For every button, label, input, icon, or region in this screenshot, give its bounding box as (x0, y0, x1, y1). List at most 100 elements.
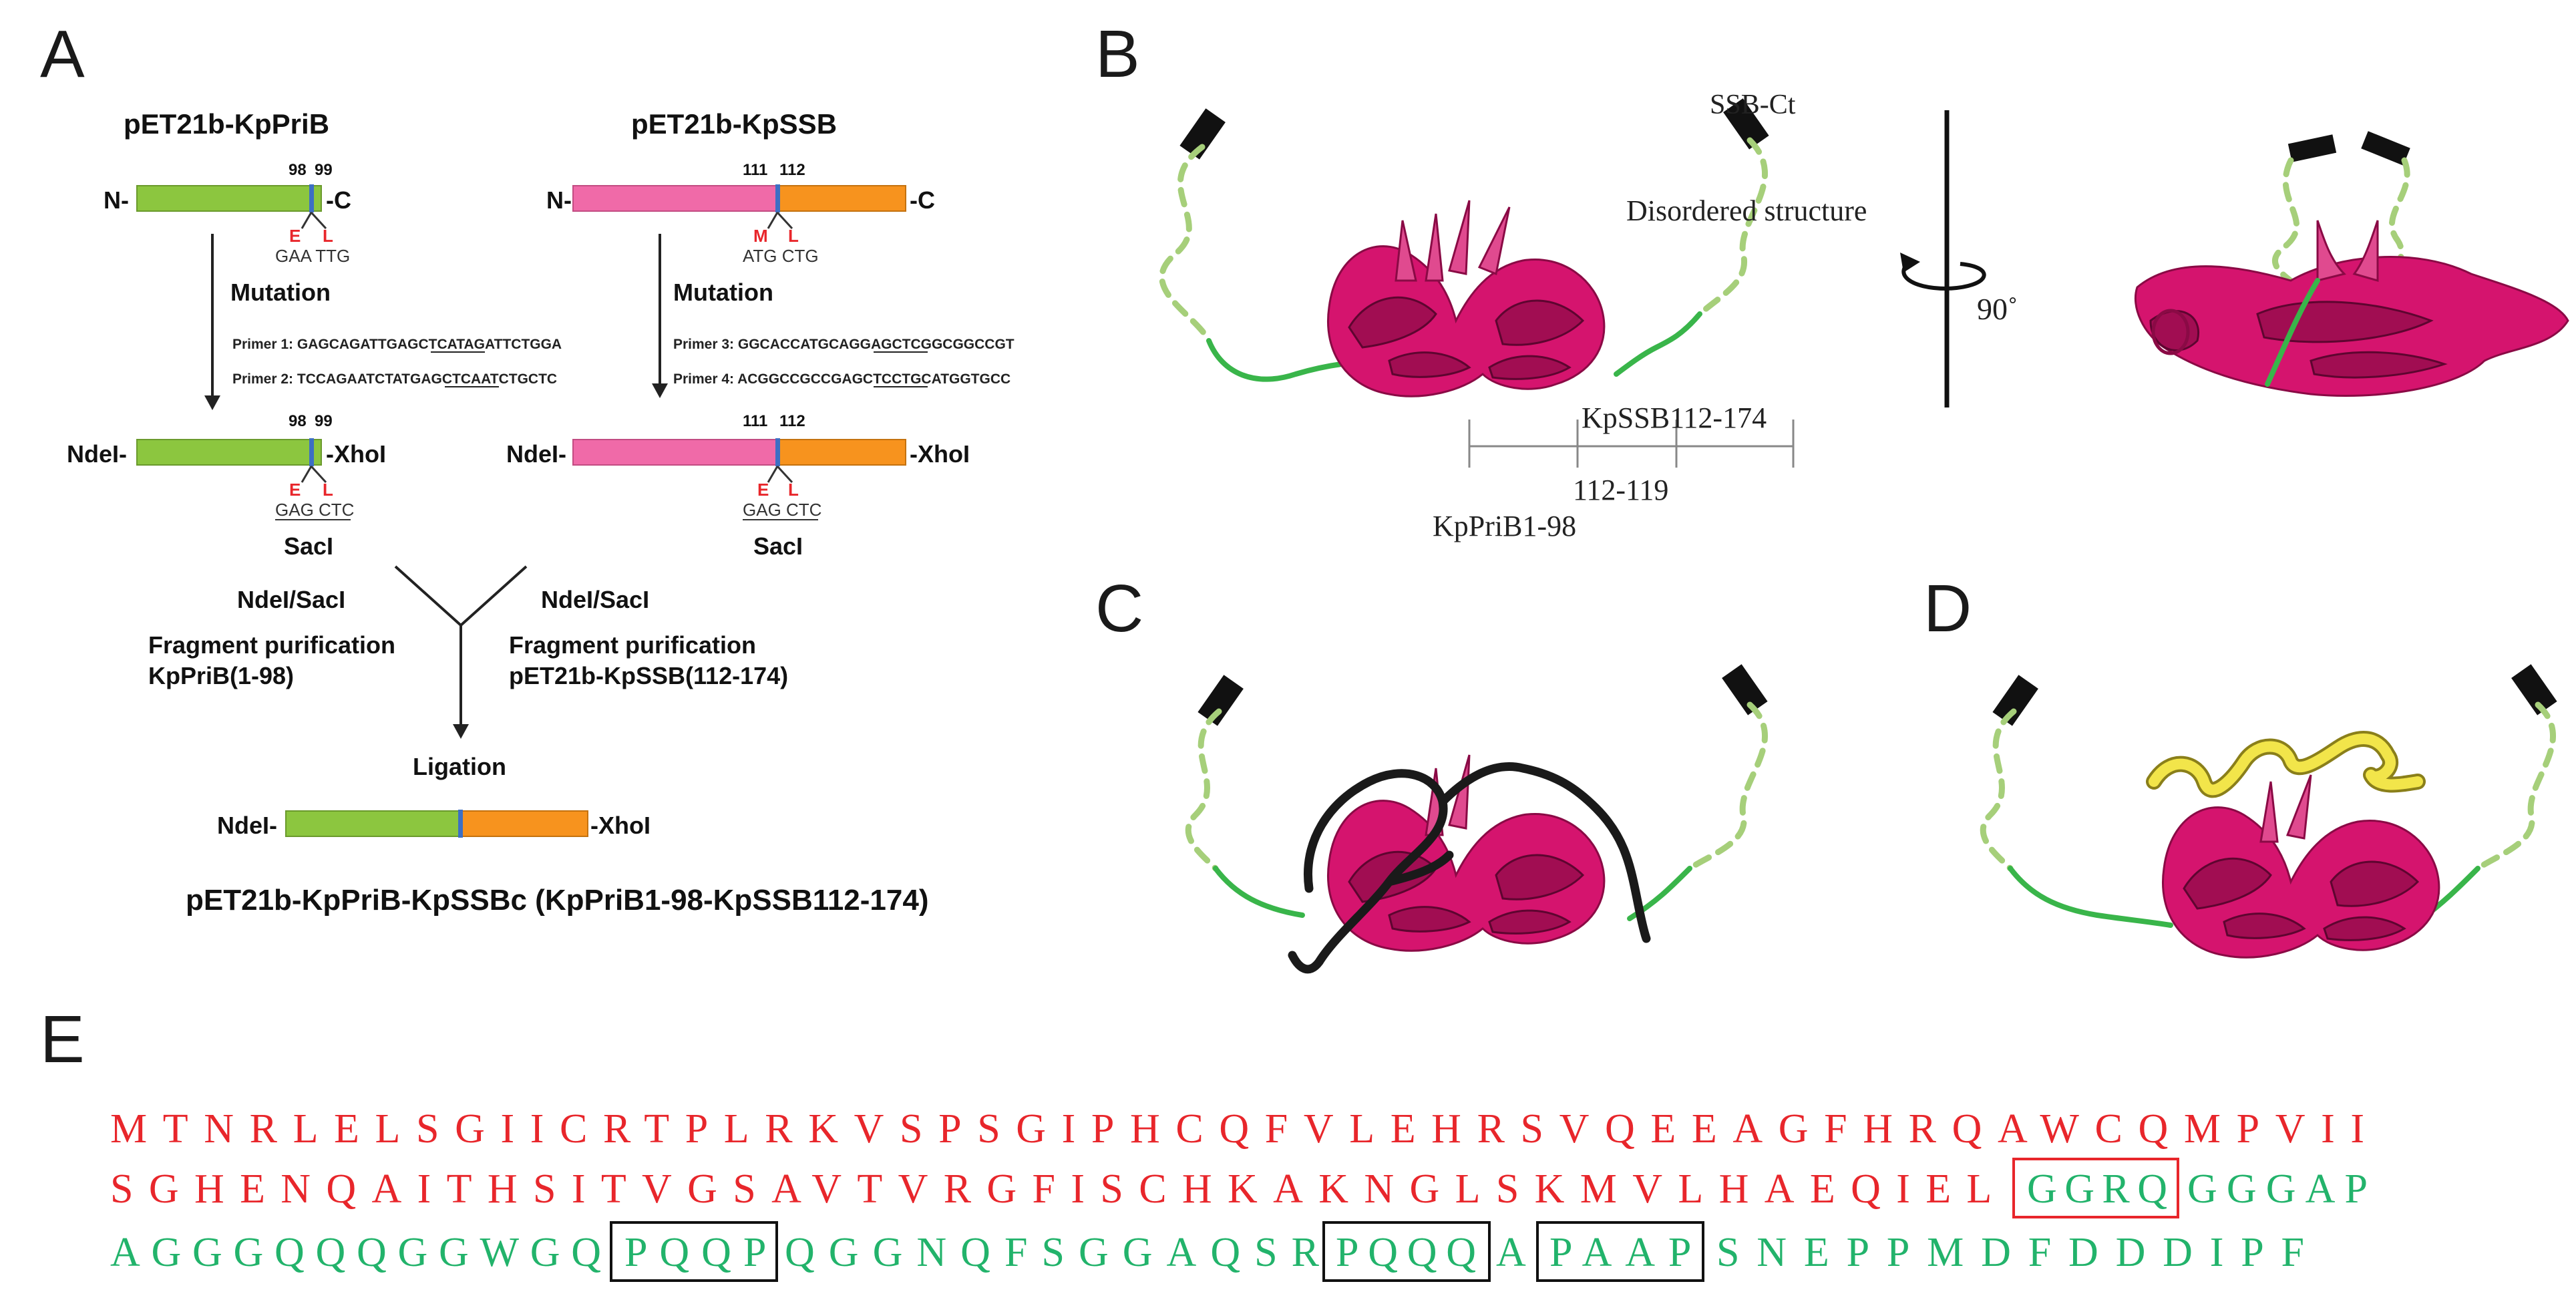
ssb-pos-112: 112 (779, 161, 805, 179)
ssb-n-term: N- (546, 186, 572, 214)
prib-mutation-label: Mutation (230, 279, 331, 306)
prib-site-line-l (301, 212, 313, 229)
b-rot-link (2265, 278, 2320, 387)
final-ndei: NdeI- (217, 812, 277, 839)
d-dash-right (2474, 701, 2556, 872)
seq-line2-part-b: GGRQ (2027, 1166, 2167, 1212)
ssb-fragment: pET21b-KpSSB(112-174) (509, 662, 788, 689)
ssb-mut-bar-orange (778, 439, 906, 466)
ssb-bar-orange (778, 185, 906, 212)
c-ssbct-left (1198, 675, 1244, 726)
b-kpssb-label: KpSSB112-174 (1582, 401, 1767, 434)
d-ssbct-left (1992, 675, 2038, 726)
seq-line2-part-a: SGHENQAITHSITVGSAVTVRGFISCHKAKNGLSKMVLHA… (110, 1166, 1990, 1212)
b-ssbct-label: SSB-Ct (1710, 90, 1796, 120)
prib-frag-purif: Fragment purification (148, 631, 395, 659)
c-ssbct-right (1722, 664, 1768, 715)
sequence-line-2: SGHENQAITHSITVGSAVTVRGFISCHKAKNGLSKMVLHA… (110, 1166, 2368, 1212)
prib-digest: NdeI/SacI (237, 586, 345, 613)
ssb-mut-pos-112: 112 (779, 412, 805, 430)
prib-construct-title: pET21b-KpPriB (124, 108, 329, 140)
seq-line3-part-d: PQQQ (1336, 1230, 1476, 1275)
ssb-mut-bar-site (775, 438, 780, 466)
merge-line-left (394, 565, 462, 627)
b-rot-protein-cartoon (2134, 220, 2569, 397)
prib-c-term: -C (326, 186, 351, 214)
b-ssbct-right (1723, 98, 1769, 150)
ssb-digest: NdeI/SacI (541, 586, 649, 613)
seq-line3-part-f: PAAP (1549, 1230, 1690, 1275)
b-rot-ssbct-left (2287, 134, 2337, 162)
seq-box-pqqp (610, 1221, 778, 1282)
prib-mut-l: L (323, 226, 333, 246)
d-ssbct-right (2511, 664, 2557, 715)
seq-box-pqqq (1322, 1221, 1491, 1282)
merge-arrowhead (453, 724, 469, 739)
ssb-mut-line-l (767, 466, 779, 483)
ligation-label: Ligation (413, 753, 506, 780)
b-rot-dash-left (2271, 157, 2308, 297)
b-rot-ssbct-right (2361, 131, 2410, 166)
ssb-bar-mut-site (775, 184, 780, 212)
prib-mut-xhoi: -XhoI (326, 440, 386, 468)
ssb-c-term: -C (910, 186, 935, 214)
b-ssbct-left (1179, 108, 1226, 160)
d-protein-cartoon (2162, 774, 2440, 959)
prib-mut-bar-site (309, 438, 314, 466)
prib-mut-line-l (301, 466, 313, 483)
ssb-mut-m: M (753, 226, 768, 246)
prib-saci: SacI (284, 532, 333, 560)
prib-after-l: L (323, 480, 333, 500)
b-range-label: 112-119 (1573, 474, 1668, 506)
final-bar-junction (458, 810, 463, 838)
ssb-after-e: E (757, 480, 769, 500)
final-bar-green (285, 810, 462, 837)
final-xhoi: -XhoI (590, 812, 651, 839)
c-dash-left (1185, 708, 1222, 872)
ssb-site-line-l (767, 212, 779, 229)
prib-mut-ndei: NdeI- (67, 440, 127, 468)
panel-label-e: E (40, 1002, 85, 1077)
b-rotation-arrow (1901, 260, 1986, 291)
ssb-saci: SacI (753, 532, 803, 560)
d-link-left (2008, 866, 2173, 928)
c-link-left (1213, 866, 1305, 918)
seq-line2-part-c: GGGAP (2187, 1166, 2368, 1212)
prib-after-codons: GAG CTC (275, 500, 354, 520)
prib-pos-98: 98 (289, 161, 307, 179)
primer-2: Primer 2: TCCAGAATCTATGAGCTCAATCTGCTC (232, 371, 557, 387)
b-rotation-arrowhead (1900, 253, 1920, 273)
c-black-chain (1288, 762, 1651, 974)
seq-line3-part-g: SNEPPMDFDDDIPF (1716, 1230, 2304, 1275)
ssb-pos-111: 111 (743, 161, 767, 179)
prib-codons: GAA TTG (275, 246, 350, 266)
ssb-mut-xhoi: -XhoI (910, 440, 970, 468)
seq-box-paap (1536, 1221, 1704, 1282)
ssb-frag-purif: Fragment purification (509, 631, 756, 659)
sequence-line-3: AGGGQQQGGWGQ PQQP QGGNQFSGGAQSR PQQQ A P… (110, 1230, 2304, 1275)
ssb-mut-bar-pink (572, 439, 778, 466)
ssb-codons: ATG CTG (743, 246, 819, 266)
prib-site-line-r (310, 211, 327, 230)
b-dash-right (1696, 137, 1768, 317)
prib-mutation-arrowhead (204, 395, 220, 410)
seq-line3-part-c: QGGNQFSGGAQSR (785, 1230, 1320, 1275)
prib-after-e: E (289, 480, 301, 500)
b-protein-cartoon (1327, 200, 1606, 397)
panel-label-b: B (1095, 17, 1140, 92)
b-dash-left (1159, 144, 1212, 344)
primer-1: Primer 1: GAGCAGATTGAGCTCATAGATTCTGGA (232, 337, 562, 352)
primer-3: Primer 3: GGCACCATGCAGGAGCTCGGCGGCCGT (673, 337, 1015, 352)
prib-pos-99: 99 (315, 161, 333, 179)
c-dash-right (1686, 701, 1768, 872)
ssb-after-codons: GAG CTC (743, 500, 821, 520)
prib-bar-mut-site (309, 184, 314, 212)
prib-bar (136, 185, 322, 212)
seq-line3-part-e: A (1496, 1230, 1526, 1275)
ssb-mut-pos-111: 111 (743, 412, 767, 430)
final-construct-title: pET21b-KpPriB-KpSSBc (KpPriB1-98-KpSSB11… (186, 884, 928, 917)
panel-label-a: A (40, 17, 85, 92)
b-kppri-label: KpPriB1-98 (1433, 510, 1576, 542)
panel-label-d: D (1923, 571, 1972, 646)
